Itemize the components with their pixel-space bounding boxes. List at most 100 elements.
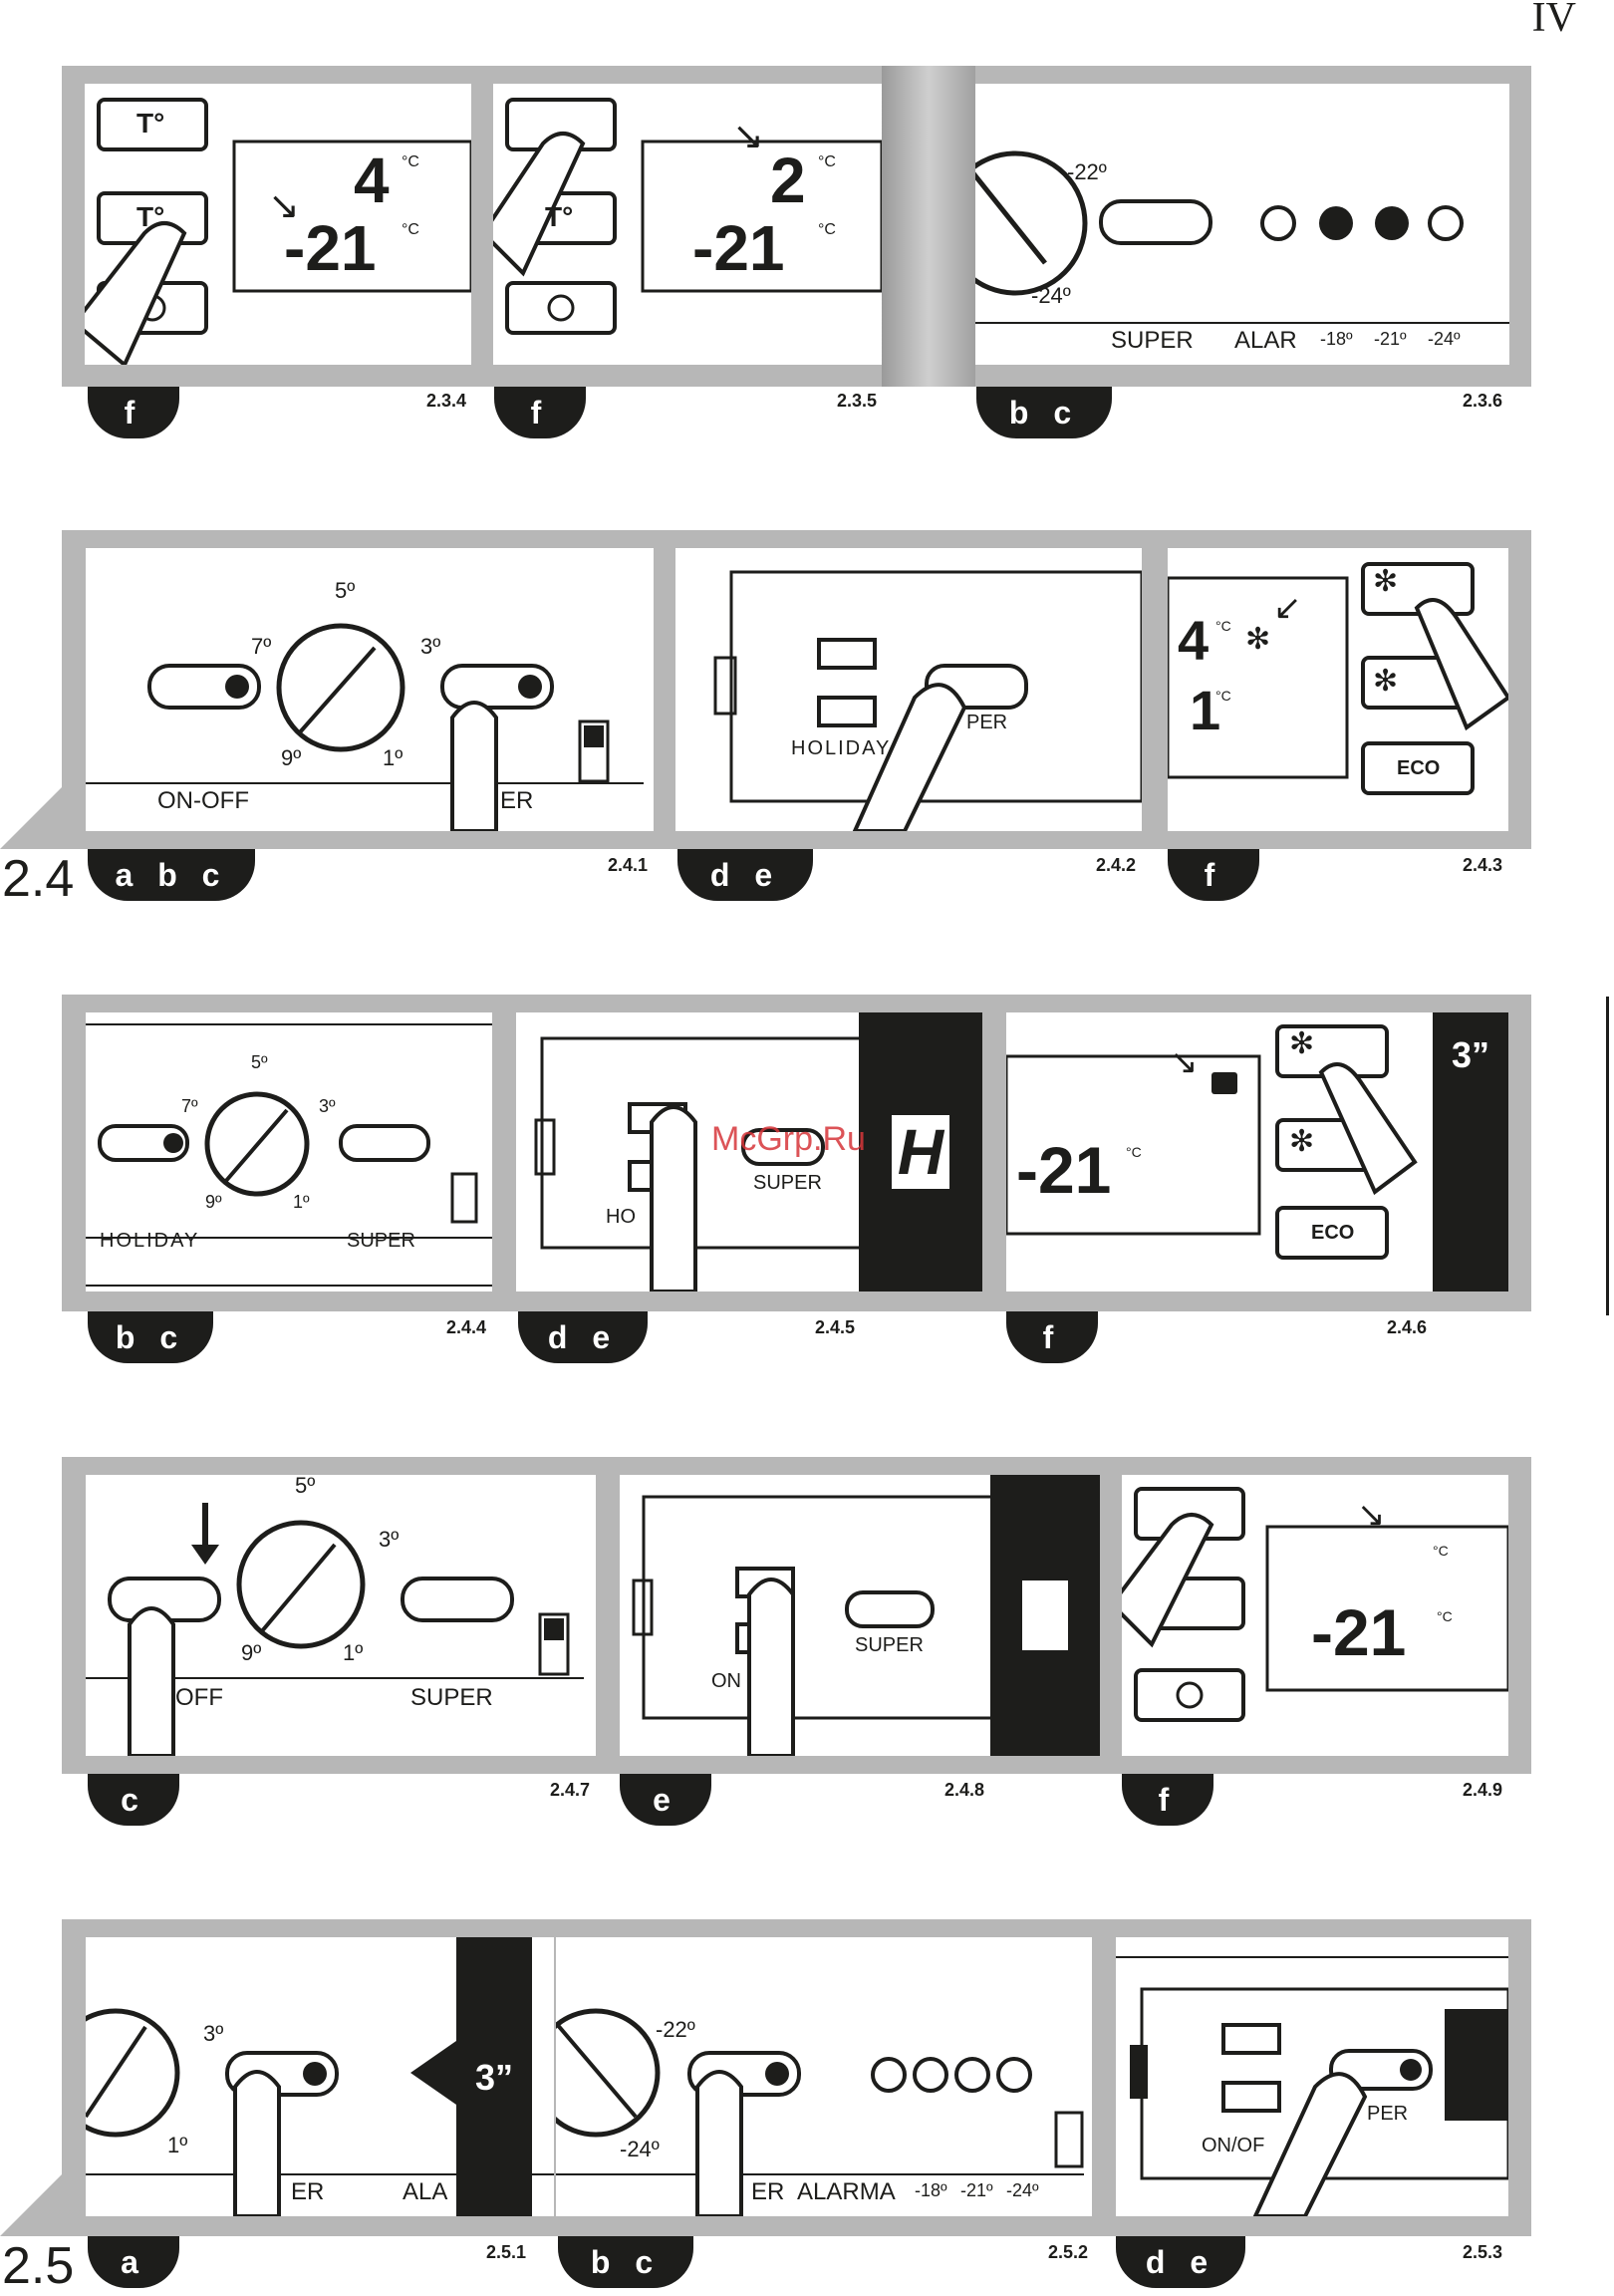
blank-display-icon [1022,1580,1068,1650]
section-number: 2.5 [2,2237,75,2295]
super-label: ER [500,787,534,814]
figure-number: 2.3.4 [426,391,467,411]
panel-2-4-4: 5º 7º 3º 9º 1º HOLIDAY SUPER [86,1012,492,1292]
button-label: T° [136,108,165,139]
control-panel-illustration [1122,1487,1508,1722]
snowflake-icon: ✻ [1245,623,1271,656]
snowflake-icon: ✻ [1289,1027,1315,1060]
panel-2-3-4: T° T° 4 °C -21 °C ↘ [85,84,471,365]
dial-panel-illustration [86,623,644,831]
lcd-unit: °C [818,153,836,170]
snowflake-icon: ✻ [1373,565,1399,598]
step-tab: d e [1116,2236,1245,2288]
dial-label: -22º [656,2017,695,2042]
on-off-panel-illustration [632,1495,998,1756]
section-corner [0,787,62,849]
lcd-unit: °C [1433,1543,1449,1559]
panel-2-4-1: 5º 7º 3º 9º 1º ON-OFF ER [86,548,654,831]
panel-2-4-3: 4 °C ✻ ↙ 1 °C ✻ ✻ ECO [1168,548,1508,831]
lcd-panel-illustration [1168,562,1508,795]
panel-2-4-7: 5º 3º 9º 1º OFF SUPER [86,1475,596,1756]
dial-label: -24º [620,2137,660,2161]
arrow-icon: ↘ [1170,1043,1199,1081]
alarm-label: ALAR [1234,327,1297,354]
figure-number: 2.4.9 [1463,1780,1503,1800]
dial-label: 7º [181,1096,198,1116]
snowflake-icon: ✻ [1373,665,1399,698]
step-tab: d e [518,1311,648,1363]
hold-duration-callout: 3” [456,1937,532,2216]
alarm-label: ALARMA [797,2178,896,2205]
panel-2-5-1: 3º 1º ER ALA 3” [86,1937,554,2216]
dial-label: 3º [420,634,441,659]
lcd-unit: °C [1215,688,1231,704]
figure-number: 2.4.6 [1387,1317,1428,1337]
super-label: SUPER [347,1230,415,1252]
super-label: ER [291,2178,325,2205]
super-label: SUPER [855,1634,924,1656]
dial-label: 1º [343,1640,364,1665]
lcd-digit: 2 [770,144,806,216]
step-tab: b c [976,387,1112,438]
eco-button-label: ECO [1311,1222,1355,1244]
dial-panel-illustration [86,1023,492,1287]
super-label: SUPER [410,1684,493,1711]
panel-2-4-2: HOLIDAY PER [675,548,1142,831]
lcd-digit: 1 [1190,679,1221,741]
panel-2-4-9: °C -21 °C ↘ [1122,1475,1508,1756]
dial-label: 7º [251,634,272,659]
step-tab: e [620,1774,711,1826]
figure-number: 2.3.6 [1463,391,1503,411]
display-callout [990,1475,1100,1756]
step-tab: f [1122,1774,1213,1826]
eco-button-label: ECO [1397,757,1441,779]
lcd-unit: °C [1437,1608,1453,1624]
on-off-panel-illustration [1116,1956,1508,2216]
dial-label: 9º [205,1192,222,1212]
figure-number: 2.4.1 [608,855,649,875]
holiday-label: HO [606,1206,636,1228]
figure-number: 2.4.7 [550,1780,591,1800]
button-label: T° [545,201,574,232]
on-off-label: OFF [175,1684,223,1711]
step-tab: a b c [88,849,255,901]
lcd-digit: -21 [692,212,785,284]
display-callout: H [859,1012,982,1292]
lcd-unit: °C [402,153,419,170]
lcd-panel-illustration [1006,1024,1418,1260]
super-label: PER [966,712,1008,733]
arrow-icon: ↘ [732,116,764,157]
figure-number: 2.3.5 [837,391,878,411]
panel-2-4-6: -21 °C ↘ ✻ ✻ ECO 3” [1006,1012,1508,1292]
step-tab: f [1006,1311,1098,1363]
figure-number: 2.4.4 [446,1317,487,1337]
super-label: SUPER [1111,327,1194,354]
temp-label: -18º [1320,329,1353,349]
dial-panel-illustration [86,1503,584,1756]
control-panel-illustration [85,98,471,365]
panel-2-3-6: -22º -24º SUPER ALAR -18º -21º -24º [975,84,1509,365]
on-off-label: ON-OFF [157,787,249,814]
super-label: ER [751,2178,785,2205]
step-tab: f [1168,849,1259,901]
dial-label: 9º [281,745,302,770]
lcd-unit: °C [818,221,836,238]
panel-2-5-3: PER ON/OF [1116,1937,1508,2216]
panel-2-4-5: SUPER HO H [516,1012,982,1292]
figure-number: 2.4.3 [1463,855,1503,875]
dial-panel-illustration [975,150,1509,324]
super-label: SUPER [753,1172,822,1194]
step-tab: f [494,387,586,438]
snowflake-icon: ✻ [1289,1125,1315,1158]
on-off-label: ON [711,1670,741,1692]
temp-label: -24º [1428,329,1461,349]
dial-label: 3º [319,1096,336,1116]
lcd-digit: -21 [284,212,377,284]
button-label: T° [136,201,165,232]
dial-label: 9º [241,1640,262,1665]
figure-number: 2.4.2 [1096,855,1137,875]
dial-label: 5º [335,578,356,603]
on-off-label: ON/OF [1202,2135,1265,2156]
right-margin-rule [1606,997,1609,1315]
super-label: PER [1367,2103,1409,2125]
